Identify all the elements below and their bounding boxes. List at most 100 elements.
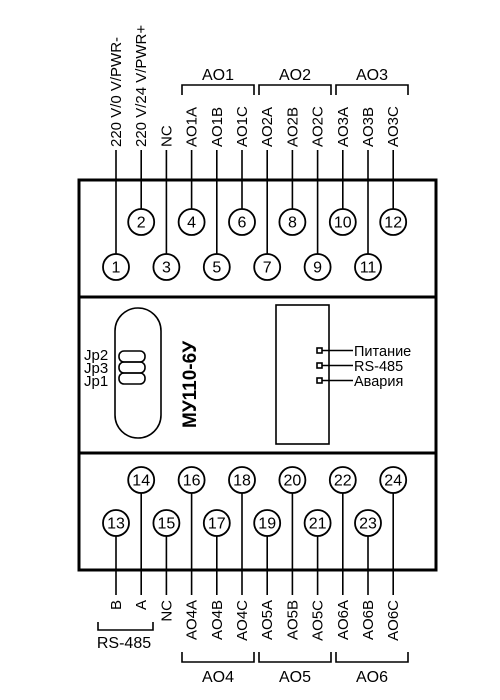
jumper-label-jp3: Jp3 bbox=[84, 360, 108, 377]
terminal-24-label: AO6C bbox=[385, 600, 402, 641]
terminal-5-circle bbox=[202, 253, 231, 281]
led-rs485-indicator: RS-485 bbox=[316, 359, 403, 375]
terminal-2-circle bbox=[127, 208, 156, 236]
terminal-21-circle bbox=[303, 509, 332, 537]
terminal-9-label: AO2C bbox=[310, 106, 327, 147]
terminal-24-number: 24 bbox=[384, 473, 402, 490]
device-housing bbox=[77, 178, 438, 572]
terminal-13-label: B bbox=[108, 600, 125, 610]
terminal-7-circle bbox=[253, 253, 282, 281]
indicator-window bbox=[275, 304, 330, 445]
terminal-7-label: AO2A bbox=[259, 107, 276, 147]
terminal-13-circle bbox=[102, 509, 130, 537]
terminal-4-number: 4 bbox=[187, 215, 196, 232]
led-label-rs485: RS-485 bbox=[354, 359, 403, 375]
led-alarm-indicator: Авария bbox=[316, 374, 403, 390]
terminal-8-label: AO2B bbox=[284, 107, 301, 147]
terminal-11-label: AO3B bbox=[360, 107, 377, 147]
terminal-2-label: 220 V/24 V/PWR+ bbox=[133, 25, 150, 147]
terminal-3-circle bbox=[152, 253, 181, 281]
terminal-17-number: 17 bbox=[208, 516, 226, 533]
terminal-19-number: 19 bbox=[258, 516, 276, 533]
model-label: МУ110-6У bbox=[180, 341, 201, 428]
terminal-23-label: AO6B bbox=[360, 600, 377, 640]
terminal-10-number: 10 bbox=[334, 215, 352, 232]
terminal-11-number: 11 bbox=[360, 260, 377, 277]
terminal-19-label: AO5A bbox=[259, 600, 276, 640]
terminal-3-label: NC bbox=[158, 125, 175, 147]
jumper-label-jp1: Jp1 bbox=[84, 373, 108, 390]
terminal-10-label: AO3A bbox=[335, 107, 352, 147]
terminal-23-circle bbox=[354, 509, 382, 537]
terminal-20-number: 20 bbox=[284, 473, 302, 490]
terminal-15-number: 15 bbox=[158, 516, 176, 533]
terminal-16-circle bbox=[177, 466, 206, 494]
terminal-20-label: AO5B bbox=[284, 600, 301, 640]
jumper-coil bbox=[118, 350, 146, 385]
terminal-15-label: NC bbox=[158, 600, 175, 622]
terminal-12-label: AO3C bbox=[385, 106, 402, 147]
terminal-9-number: 9 bbox=[313, 260, 322, 277]
terminal-4-label: AO1A bbox=[184, 107, 201, 147]
led-label-alarm: Авария bbox=[354, 374, 403, 390]
terminal-18-label: AO4C bbox=[234, 600, 251, 641]
terminal-7-number: 7 bbox=[263, 260, 272, 277]
terminal-1-circle bbox=[102, 253, 130, 281]
terminal-4-circle bbox=[177, 208, 206, 236]
top-group-brackets: AO1 AO2 AO3 bbox=[181, 67, 409, 95]
terminal-1-label: 220 V/0 V/PWR- bbox=[108, 37, 125, 147]
terminal-18-circle bbox=[228, 466, 256, 494]
terminal-12-number: 12 bbox=[384, 215, 402, 232]
terminal-14-label: A bbox=[133, 600, 150, 610]
led-square-icon bbox=[316, 362, 323, 369]
terminal-16-number: 16 bbox=[183, 473, 201, 490]
led-power-indicator: Питание bbox=[316, 344, 411, 360]
group-label-ao3: AO3 bbox=[356, 67, 388, 84]
terminal-8-circle bbox=[278, 208, 307, 236]
led-square-icon bbox=[316, 377, 323, 384]
terminal-22-circle bbox=[328, 466, 357, 494]
rs485-bracket: RS-485 bbox=[97, 622, 154, 652]
terminal-6-label: AO1C bbox=[234, 106, 251, 147]
terminal-16-label: AO4A bbox=[184, 600, 201, 640]
terminal-3-number: 3 bbox=[162, 260, 171, 277]
group-label-ao5: AO5 bbox=[279, 669, 311, 686]
terminal-14-number: 14 bbox=[132, 473, 150, 490]
terminal-23-number: 23 bbox=[359, 516, 377, 533]
terminal-19-circle bbox=[253, 509, 282, 537]
terminal-10-circle bbox=[328, 208, 357, 236]
jumper-block: Jp2 Jp3 Jp1 bbox=[84, 307, 162, 439]
terminal-18-number: 18 bbox=[233, 473, 251, 490]
terminal-22-label: AO6A bbox=[335, 600, 352, 640]
group-label-ao1: AO1 bbox=[202, 67, 234, 84]
terminal-22-number: 22 bbox=[334, 473, 352, 490]
terminal-6-circle bbox=[228, 208, 256, 236]
terminal-8-number: 8 bbox=[288, 215, 297, 232]
terminal-12-circle bbox=[379, 208, 408, 236]
terminal-11-circle bbox=[354, 253, 382, 281]
terminal-1-number: 1 bbox=[112, 260, 121, 277]
group-label-ao6: AO6 bbox=[356, 669, 388, 686]
terminal-13-number: 13 bbox=[107, 516, 125, 533]
group-label-ao4: AO4 bbox=[202, 669, 234, 686]
led-panel: Питание RS-485 Авария bbox=[275, 304, 411, 445]
group-label-ao2: AO2 bbox=[279, 67, 311, 84]
terminal-20-circle bbox=[278, 466, 307, 494]
led-label-power: Питание bbox=[354, 344, 411, 360]
jumper-slot bbox=[114, 307, 162, 439]
terminal-5-number: 5 bbox=[212, 260, 221, 277]
bottom-group-brackets: AO4 AO5 AO6 bbox=[181, 652, 409, 686]
terminal-17-label: AO4B bbox=[209, 600, 226, 640]
terminal-9-circle bbox=[303, 253, 332, 281]
terminal-21-number: 21 bbox=[309, 516, 327, 533]
terminal-21-label: AO5C bbox=[310, 600, 327, 641]
terminal-24-circle bbox=[379, 466, 408, 494]
terminal-6-number: 6 bbox=[238, 215, 247, 232]
terminal-17-circle bbox=[202, 509, 231, 537]
jumper-label-jp2: Jp2 bbox=[84, 347, 108, 364]
led-square-icon bbox=[316, 347, 323, 354]
terminal-2-number: 2 bbox=[137, 215, 146, 232]
rs485-label: RS-485 bbox=[97, 635, 151, 652]
terminal-14-circle bbox=[127, 466, 156, 494]
